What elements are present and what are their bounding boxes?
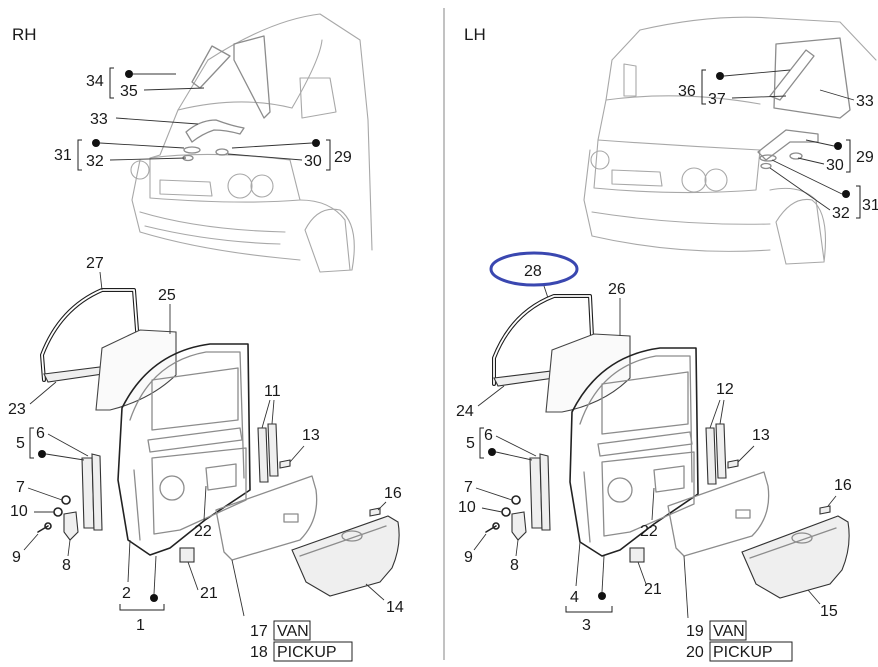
lh-label-29: 29 <box>856 149 874 166</box>
lh-label-6: 6 <box>484 427 493 444</box>
rh-label-2: 2 <box>122 585 131 602</box>
rh-label-25: 25 <box>158 287 176 304</box>
rh-label-35: 35 <box>120 83 138 100</box>
rh-label-7: 7 <box>16 479 25 496</box>
lh-label-8: 8 <box>510 557 519 574</box>
lh-label-28: 28 <box>524 263 542 280</box>
rh-label-30: 30 <box>304 153 322 170</box>
rh-label-29: 29 <box>334 149 352 166</box>
lh-vehicle-illustration <box>583 16 877 265</box>
lh-label-15: 15 <box>820 603 838 620</box>
rh-label-9: 9 <box>12 549 21 566</box>
lh-variant-van: VAN <box>713 623 745 640</box>
lh-label-3: 3 <box>582 617 591 634</box>
lh-label-16: 16 <box>834 477 852 494</box>
rh-label-8: 8 <box>62 557 71 574</box>
part-28-highlight-ring <box>489 251 579 287</box>
rh-label-6: 6 <box>36 425 45 442</box>
rh-label-23: 23 <box>8 401 26 418</box>
rh-label-21: 21 <box>200 585 218 602</box>
lh-label-9: 9 <box>464 549 473 566</box>
lh-label-30: 30 <box>826 157 844 174</box>
lh-label-19: 19 <box>686 623 704 640</box>
rh-label-13: 13 <box>302 427 320 444</box>
rh-header: RH <box>12 25 37 44</box>
lh-label-5: 5 <box>466 435 475 452</box>
rh-vehicle-illustration <box>130 13 373 273</box>
lh-label-10: 10 <box>458 499 476 516</box>
lh-label-7: 7 <box>464 479 473 496</box>
rh-label-18: 18 <box>250 644 268 661</box>
rh-label-27: 27 <box>86 255 104 272</box>
rh-label-14: 14 <box>386 599 404 616</box>
rh-label-17: 17 <box>250 623 268 640</box>
lh-label-31: 31 <box>862 197 878 214</box>
rh-label-33: 33 <box>90 111 108 128</box>
rh-label-16: 16 <box>384 485 402 502</box>
lh-label-32: 32 <box>832 205 850 222</box>
lh-label-37: 37 <box>708 91 726 108</box>
lh-label-4: 4 <box>570 589 579 606</box>
lh-panel: LH 36 37 33 <box>456 16 878 662</box>
rh-panel: RH 34 35 <box>8 13 404 662</box>
rh-variant-pickup: PICKUP <box>277 644 337 661</box>
rh-label-1: 1 <box>136 617 145 634</box>
lh-header: LH <box>464 25 486 44</box>
lh-label-20: 20 <box>686 644 704 661</box>
lh-label-22: 22 <box>640 523 658 540</box>
lh-door-assembly <box>485 294 850 599</box>
rh-label-31: 31 <box>54 147 72 164</box>
lh-label-24: 24 <box>456 403 474 420</box>
rh-door-assembly <box>37 288 400 597</box>
rh-label-10: 10 <box>10 503 28 520</box>
lh-label-13: 13 <box>752 427 770 444</box>
lh-label-33: 33 <box>856 93 874 110</box>
lh-label-12: 12 <box>716 381 734 398</box>
rh-label-11: 11 <box>264 383 281 400</box>
lh-label-36: 36 <box>678 83 696 100</box>
rh-label-5: 5 <box>16 435 25 452</box>
rh-variant-van: VAN <box>277 623 309 640</box>
rh-label-34: 34 <box>86 73 104 90</box>
rh-label-22: 22 <box>194 523 212 540</box>
lh-label-26: 26 <box>608 281 626 298</box>
lh-variant-pickup: PICKUP <box>713 644 773 661</box>
lh-label-21: 21 <box>644 581 662 598</box>
rh-label-32: 32 <box>86 153 104 170</box>
